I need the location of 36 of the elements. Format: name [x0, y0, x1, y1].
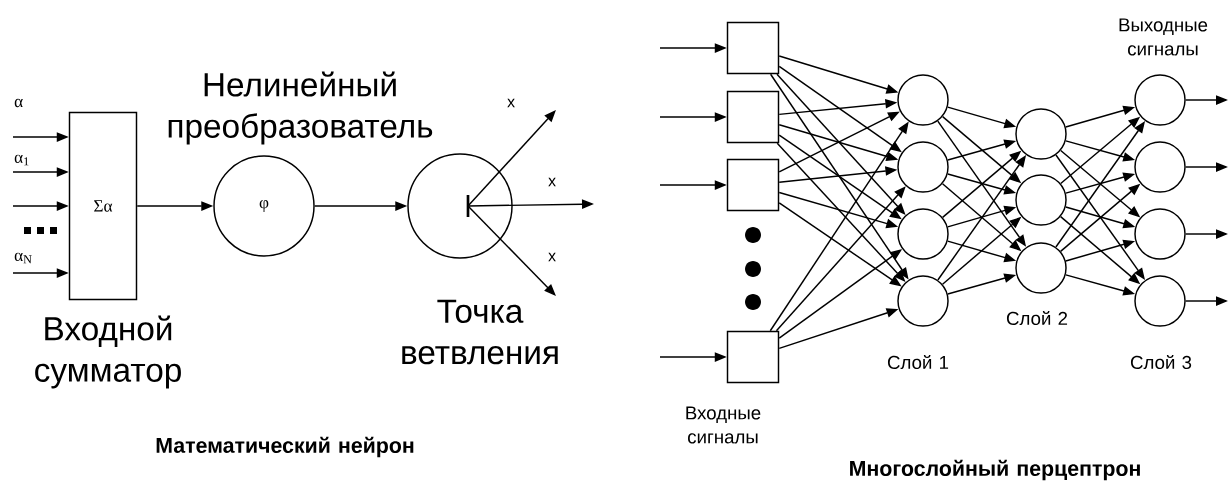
edge-label: α$_{1}$	[12, 153, 32, 167]
layer-label: Выходные сигналы	[1119, 18, 1208, 56]
edge-label: x	[505, 97, 517, 109]
diagram-caption: Многослойный перцептрон	[850, 459, 1140, 481]
summator-box: Σα	[68, 111, 138, 301]
edge-label: x	[546, 251, 558, 263]
input-square	[726, 158, 780, 212]
node-caption: Входной сумматор	[35, 315, 181, 389]
neuron-circle	[897, 208, 949, 260]
arrow	[775, 186, 906, 332]
edge-label: x	[546, 176, 558, 188]
neuron-circle	[1134, 74, 1186, 126]
neuron-circle	[1134, 275, 1186, 327]
edge-label: α	[12, 97, 25, 109]
neuron-circle	[897, 275, 949, 327]
diagram-caption: Математический нейрон	[156, 436, 414, 458]
node-caption: Точка ветвления	[402, 299, 558, 365]
input-square	[726, 21, 780, 75]
neuron-circle	[1015, 174, 1067, 226]
neuron-circle	[897, 141, 949, 193]
neuron-circle	[1134, 141, 1186, 193]
input-square	[726, 330, 780, 384]
neuron-circle	[897, 74, 949, 126]
input-square	[726, 90, 780, 144]
arrow	[467, 205, 556, 296]
layer-label: Слой 3	[1130, 355, 1192, 370]
neuron-circle	[1015, 108, 1067, 160]
layer-label: Входные сигналы	[686, 406, 761, 444]
edge-label: α$_{N}$	[12, 251, 34, 265]
node-caption: Нелинейный преобразователь	[168, 71, 433, 145]
branch-point-circle	[407, 153, 513, 259]
neuron-circle	[1015, 242, 1067, 294]
arrow	[467, 110, 556, 207]
neuron-circle	[1134, 208, 1186, 260]
layer-label: Слой 1	[887, 355, 949, 370]
layer-label: Слой 2	[1006, 311, 1068, 326]
